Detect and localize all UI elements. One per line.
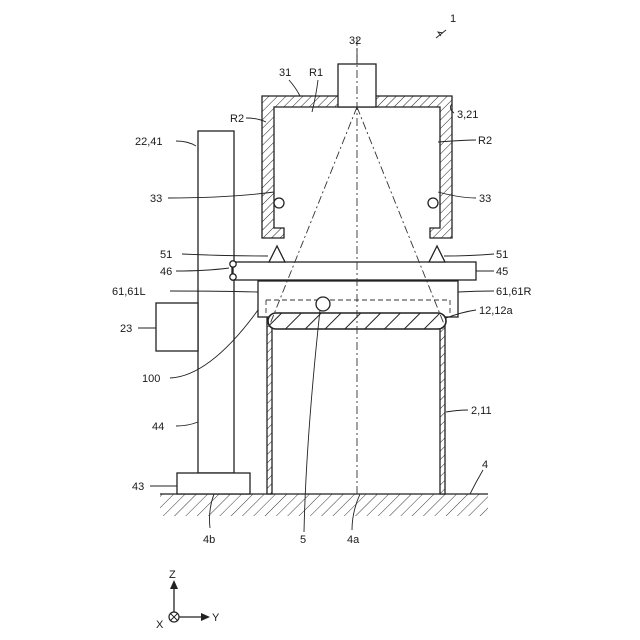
label-side-left: 61,61L — [112, 286, 146, 298]
plate-45 — [232, 262, 476, 280]
pillar — [198, 131, 234, 473]
label-housing-unit: 3,21 — [457, 109, 478, 121]
label-arm: 44 — [152, 421, 164, 433]
label-container: 2,11 — [471, 405, 492, 417]
leg-right — [429, 246, 445, 262]
label-fig-ref: 1 — [450, 13, 456, 25]
label-r2-left: R2 — [230, 113, 244, 125]
label-housing: 31 — [279, 67, 291, 79]
label-hinge: 46 — [160, 266, 172, 278]
side-box — [156, 303, 198, 351]
axis-x-label: X — [156, 619, 164, 631]
pillar-base — [177, 473, 250, 494]
container — [267, 316, 445, 494]
label-pillar: 22,41 — [135, 136, 163, 148]
label-r2-right: R2 — [478, 135, 492, 147]
label-object: 5 — [300, 534, 306, 546]
light-right — [428, 198, 438, 208]
label-point: 100 — [142, 373, 160, 385]
object-5 — [316, 297, 330, 311]
label-side-right: 61,61R — [496, 286, 532, 298]
label-glass: 12,12a — [479, 305, 514, 317]
label-side-box: 23 — [120, 323, 132, 335]
label-floor-b: 4b — [203, 534, 215, 546]
label-camera: 32 — [349, 35, 361, 47]
label-r1: R1 — [309, 67, 323, 79]
label-leg-right: 51 — [496, 249, 508, 261]
pillar-assembly — [156, 131, 250, 494]
axis-z-label: Z — [169, 569, 176, 581]
label-base: 43 — [132, 481, 144, 493]
label-light-left: 33 — [150, 193, 162, 205]
light-left — [274, 198, 284, 208]
label-light-right: 33 — [479, 193, 491, 205]
ground — [160, 494, 488, 516]
label-floor-a: 4a — [347, 534, 360, 546]
label-plate: 45 — [496, 266, 508, 278]
axes-indicator: Z X Y — [156, 569, 220, 631]
axis-y-label: Y — [212, 612, 220, 624]
support-frame — [232, 262, 476, 317]
label-floor: 4 — [482, 459, 488, 471]
leg-left — [269, 246, 285, 262]
frame-61 — [258, 281, 458, 317]
label-leg-left: 51 — [160, 249, 172, 261]
